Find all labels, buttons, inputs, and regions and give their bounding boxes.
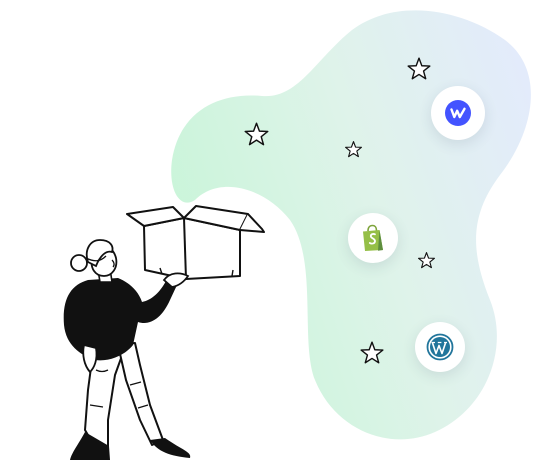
star-icon xyxy=(418,252,435,269)
star-icon xyxy=(407,57,431,80)
wordpress-icon xyxy=(426,333,454,361)
shopify-badge xyxy=(348,213,398,263)
star-icon xyxy=(345,141,362,158)
wordpress-badge xyxy=(415,322,465,372)
open-box-icon xyxy=(126,205,265,280)
star-icon xyxy=(244,122,269,146)
webflow-badge xyxy=(431,86,485,140)
star-icon xyxy=(360,341,384,364)
webflow-icon xyxy=(445,100,471,126)
shopify-bag-icon xyxy=(363,224,383,251)
